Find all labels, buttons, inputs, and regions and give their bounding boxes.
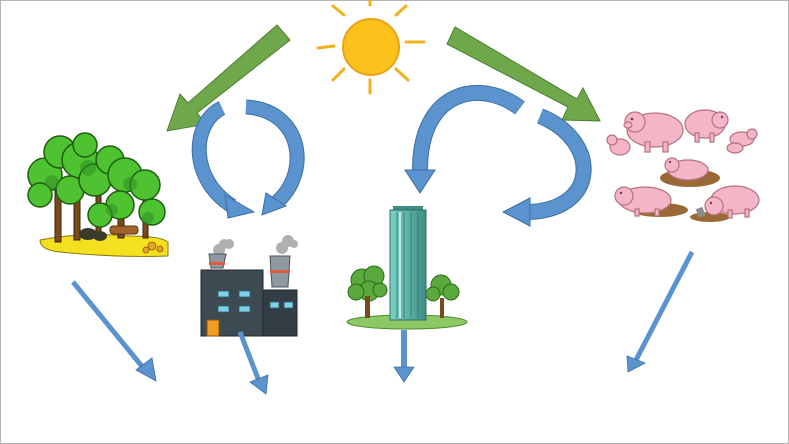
energy-arrow-to-livestock <box>446 26 601 122</box>
energy-arrow-to-forest <box>166 24 291 132</box>
pigs-icon <box>606 109 760 222</box>
cycle-arrow-forest-to-factory <box>191 101 256 219</box>
cycle-arrow-city-to-livestock <box>501 108 592 227</box>
output-arrow-forest <box>71 280 147 372</box>
output-arrowhead-livestock <box>626 355 646 373</box>
forest-icon <box>27 132 169 257</box>
output-arrowhead-factory <box>249 374 269 395</box>
output-arrowhead-forest <box>135 357 157 382</box>
cycle-arrow-factory-to-forest <box>245 99 305 216</box>
output-arrow-factory <box>237 331 262 382</box>
cycle-arrow-livestock-to-city <box>404 85 525 194</box>
sun-icon <box>316 0 426 95</box>
output-arrowhead-city <box>393 366 415 383</box>
output-arrow-livestock <box>633 250 695 362</box>
skyscraper-icon <box>346 206 468 330</box>
factory-icon <box>200 235 298 337</box>
